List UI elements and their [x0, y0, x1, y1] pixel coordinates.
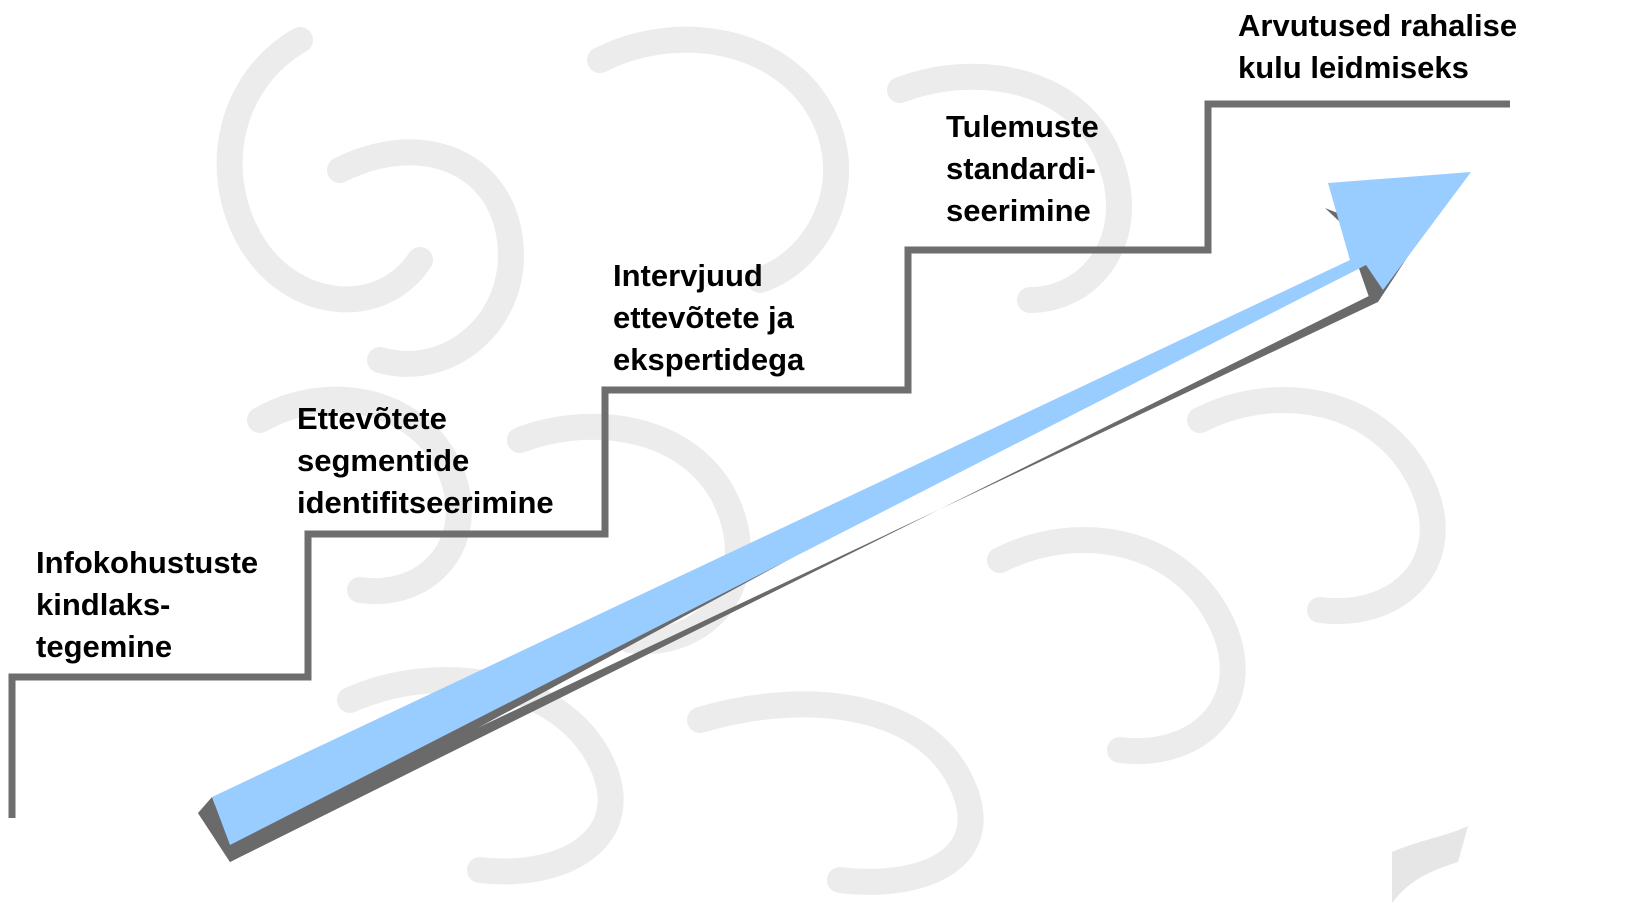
corner-mark [1392, 826, 1468, 903]
progress-arrow [212, 172, 1471, 845]
background-watermark [216, 26, 1446, 895]
arrow-shadow-body [198, 288, 1385, 862]
watermark-stroke [887, 63, 1132, 313]
step-label-2: Ettevõtete segmentide identifitseerimine [297, 401, 554, 520]
watermark-stroke [587, 26, 849, 293]
step-label-3: Intervjuud ettevõtete ja ekspertidega [613, 258, 805, 377]
watermark-stroke [1187, 387, 1446, 625]
staircase-line [8, 100, 1510, 818]
step-label-4: Tulemuste standardi- seerimine [946, 109, 1099, 228]
arrow-shadow-head [1325, 208, 1378, 300]
watermark-stroke [216, 27, 433, 313]
step-label-5: Arvutused rahalise kulu leidmiseks [1238, 8, 1518, 85]
step-label-1: Infokohustuste kindlaks- tegemine [36, 545, 259, 664]
watermark-stroke [327, 139, 524, 377]
watermark-stroke [687, 691, 984, 895]
watermark-stroke [987, 527, 1246, 765]
watermark-stroke [337, 667, 624, 885]
watermark-stroke [247, 386, 472, 605]
